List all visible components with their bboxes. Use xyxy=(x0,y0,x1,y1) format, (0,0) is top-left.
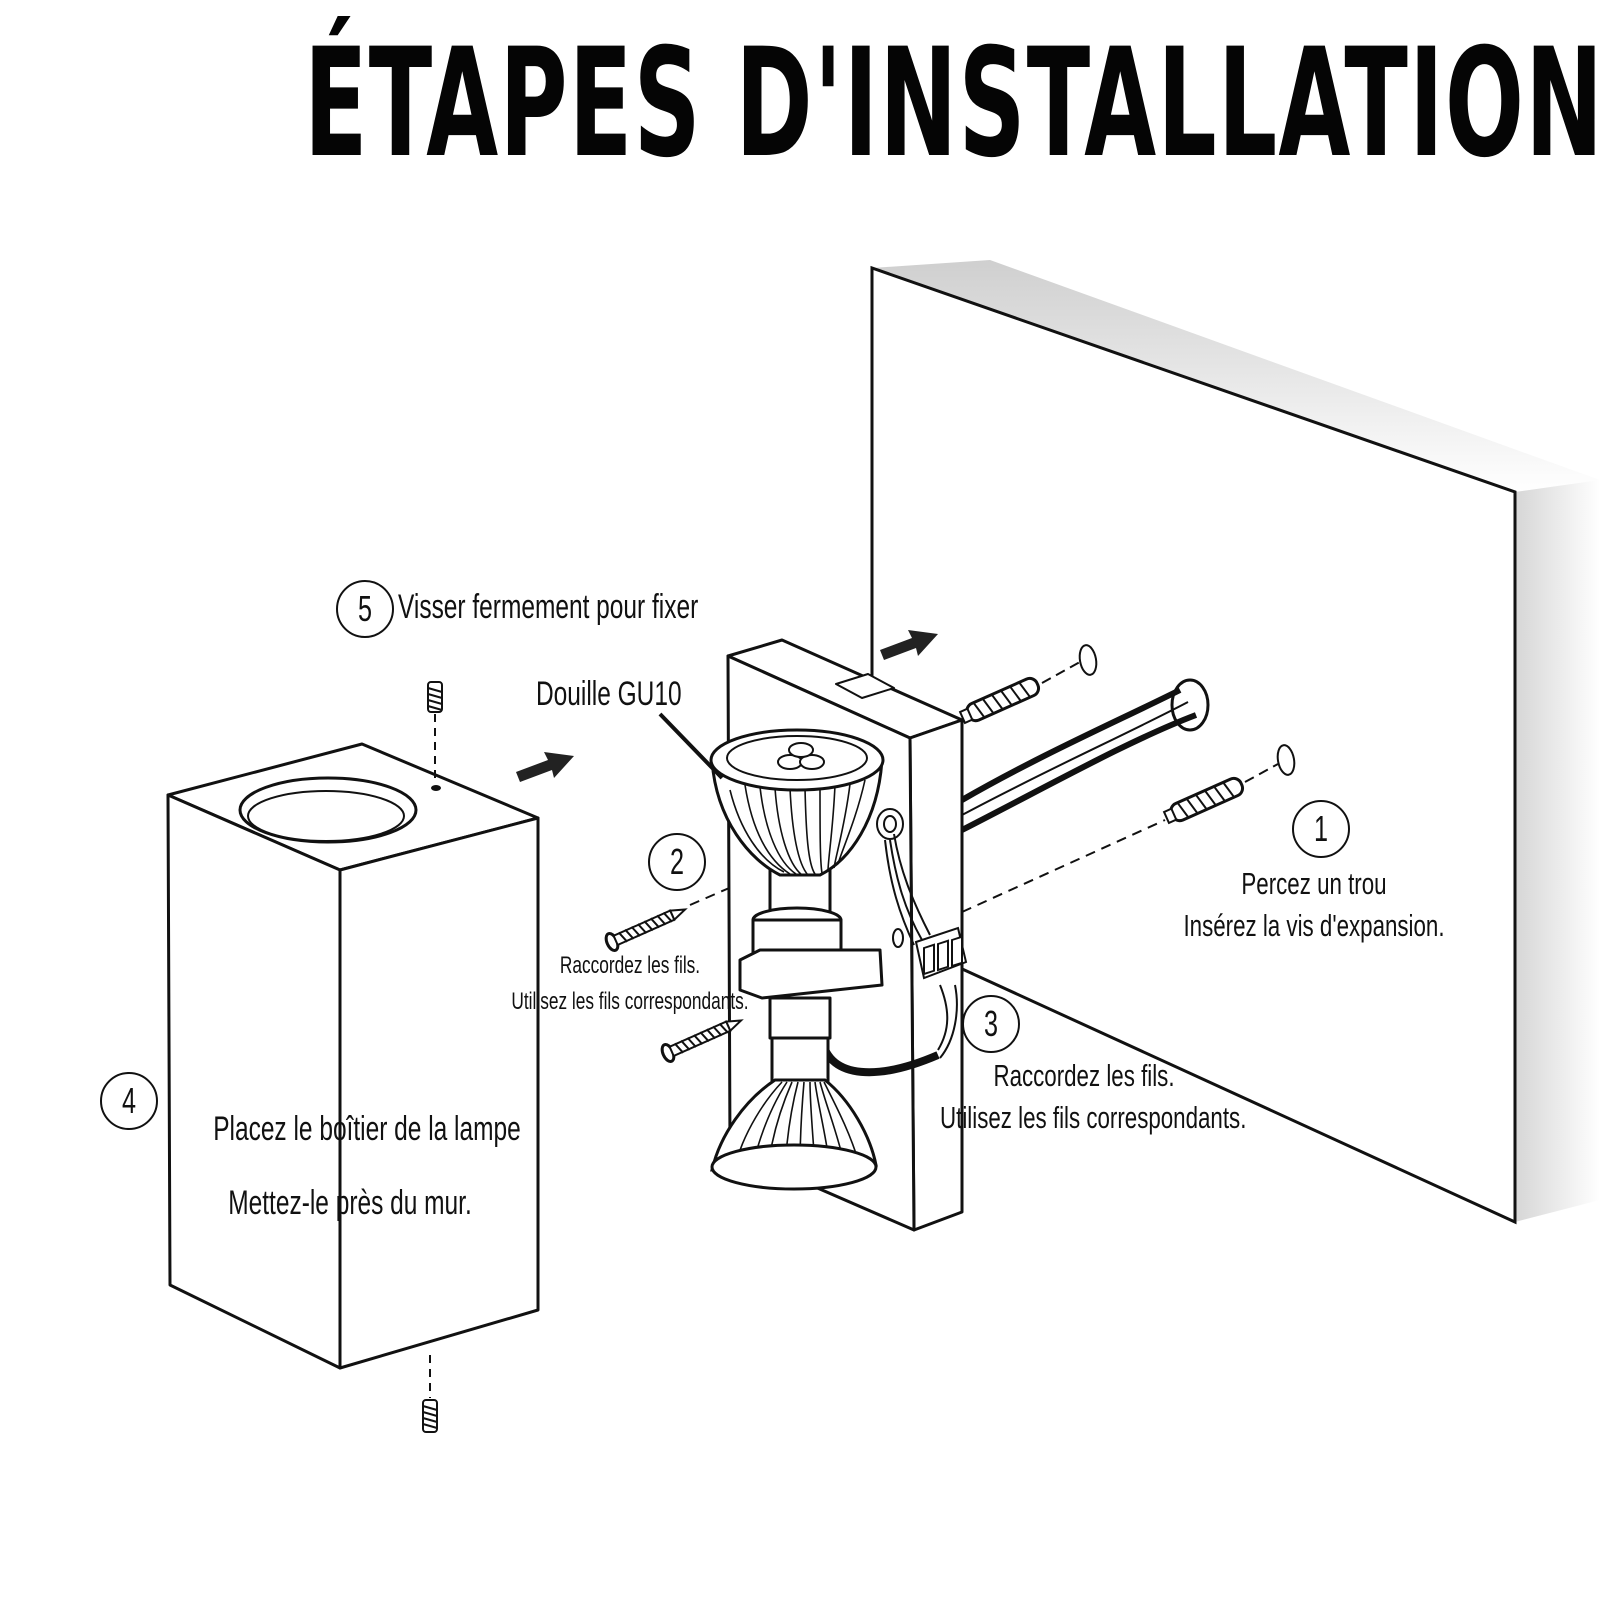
step-5-text: Visser fermement pour fixer xyxy=(398,588,699,626)
wall xyxy=(870,260,1600,1225)
arrow-to-plate xyxy=(516,752,574,782)
wood-screw-lower xyxy=(660,1019,744,1063)
step-4-badge: 4 xyxy=(100,1072,158,1130)
step-1-text-line1: Percez un trou xyxy=(1241,866,1387,901)
expansion-anchor-upper xyxy=(958,644,1098,725)
socket-leader-line xyxy=(658,712,724,780)
arrow-to-wall xyxy=(880,630,938,660)
socket-label: Douille GU10 xyxy=(536,675,682,713)
step-1-text-line2: Insérez la vis d'expansion. xyxy=(1183,908,1445,943)
set-screw-bottom xyxy=(422,1355,438,1433)
step-5-badge: 5 xyxy=(336,580,394,638)
step-2-text-line1: Raccordez les fils. xyxy=(559,952,701,979)
step-2-text-line2: Utilisez les fils correspondants. xyxy=(511,988,749,1015)
wall-cable xyxy=(960,678,1210,833)
step-3-badge: 3 xyxy=(962,995,1020,1053)
gu10-lamp-lower xyxy=(710,1078,878,1191)
step-2-badge: 2 xyxy=(648,833,706,891)
step-3-text-line1: Raccordez les fils. xyxy=(993,1058,1175,1093)
terminal-block xyxy=(914,926,968,980)
set-screw-top xyxy=(427,681,443,782)
expansion-anchor-lower xyxy=(1162,744,1296,825)
step-4-text-line1: Placez le boîtier de la lampe xyxy=(213,1110,521,1148)
step-3-text-line2: Utilisez les fils correspondants. xyxy=(940,1100,1247,1135)
wood-screw-upper xyxy=(604,908,688,952)
step-1-badge: 1 xyxy=(1292,800,1350,858)
lamp-housing xyxy=(166,742,540,1370)
lamp-holder-collar xyxy=(738,906,884,1084)
step-4-text-line2: Mettez-le près du mur. xyxy=(228,1184,472,1222)
